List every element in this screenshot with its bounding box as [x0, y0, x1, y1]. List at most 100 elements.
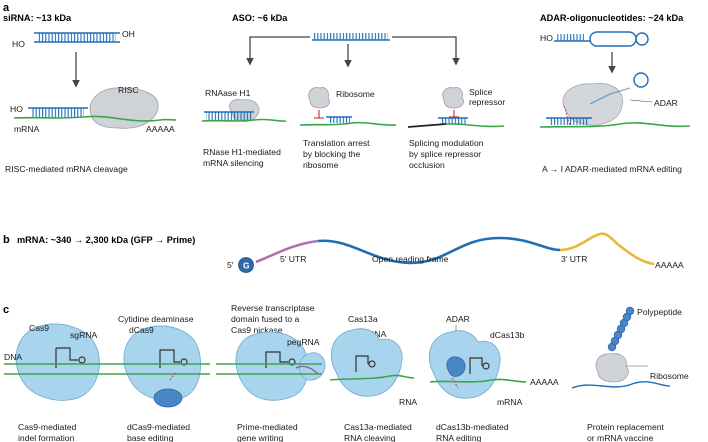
adar-bound-rungs	[549, 118, 589, 125]
dcas9-label: dCas9	[129, 325, 154, 335]
mrna-polya-label: AAAAA	[655, 260, 684, 270]
dcas9-sgrna-strand	[159, 349, 180, 368]
aso-title: ASO: ~6 kDa	[232, 13, 288, 23]
sirna-group: siRNA: ~13 kDa OH HO RISC HO mRNA AAAAA …	[3, 13, 177, 174]
prime-top-line3: Cas9 nickase	[231, 325, 283, 335]
adar-oligo-rungs	[556, 34, 584, 41]
adar-caption: A → I ADAR-mediated mRNA editing	[542, 164, 682, 174]
aso-caption3-line3: occlusion	[409, 160, 445, 170]
dcas9-protein-shape	[123, 325, 201, 401]
adar-group: ADAR-oligonucleotides: ~24 kDa HO ADAR A…	[539, 13, 691, 174]
adar-pointer	[629, 99, 653, 103]
mrna-orf-segment	[317, 236, 561, 265]
pegrna-label: pegRNA	[287, 337, 320, 347]
aso2-rungs	[328, 117, 350, 123]
dcas13b-mrna-label: mRNA	[497, 397, 523, 407]
aso2-mrna	[299, 121, 397, 126]
cas13a-caption-line2: RNA cleaving	[344, 433, 396, 442]
adar-guide-tube	[589, 87, 631, 105]
dcas13b-group: ADAR dCas13b AAAAA mRNA dCas13b-mediated…	[428, 314, 559, 442]
mrna-cap-g: G	[243, 261, 250, 271]
prime-top-line2: domain fused to a	[231, 314, 300, 324]
aso-caption3-line1: Splicing modulation	[409, 138, 484, 148]
dcas9-edit-mark	[169, 371, 177, 381]
prime-pegrna-loop	[288, 358, 296, 366]
dcas13b-caption-line2: RNA editing	[436, 433, 482, 442]
splice-label-line2: repressor	[469, 97, 505, 107]
sirna-bound-rungs	[32, 108, 84, 117]
mrna-5prime-label: 5′	[227, 260, 234, 270]
mrna-3utr-segment	[559, 232, 655, 266]
aso-arrow-left	[246, 36, 310, 66]
dcas9-group: Cytidine deaminase dCas9 dCas9-mediated …	[112, 314, 210, 442]
rnase-label: RNAase H1	[205, 88, 251, 98]
dcas9-caption-line1: dCas9-mediated	[127, 422, 190, 432]
cas9-label: Cas9	[29, 323, 49, 333]
risc-complex-shape	[89, 87, 159, 129]
aso-caption1-line2: mRNA silencing	[203, 158, 264, 168]
dcas13b-label: dCas13b	[490, 330, 525, 340]
dcas9-caption-line2: base editing	[127, 433, 174, 442]
ribosome-label: Ribosome	[336, 89, 375, 99]
adar-label: ADAR	[654, 98, 678, 108]
cas9-caption-line2: indel formation	[18, 433, 75, 442]
cas13a-crrna-strand	[355, 355, 369, 372]
dcas13b-adar-label: ADAR	[446, 314, 470, 324]
deaminase-shape	[153, 388, 183, 408]
dcas13b-caption-line1: dCas13b-mediated	[436, 422, 509, 432]
translation-ribosome-shape	[595, 353, 629, 383]
cas9-protein-shape	[15, 323, 100, 401]
panel-b-group: b mRNA: ~340 → 2,300 kDa (GFP → Prime) 5…	[3, 232, 684, 273]
sirna-title: siRNA: ~13 kDa	[3, 13, 72, 23]
translation-mrna	[571, 381, 671, 389]
cas13a-group: Cas13a crRNA RNA Cas13a-mediated RNA cle…	[329, 314, 417, 442]
sirna-oh-label: OH	[122, 29, 135, 39]
cas13a-protein-shape	[330, 328, 403, 397]
sirna-duplex-rungs	[38, 33, 116, 42]
dcas9-sgrna-loop	[180, 358, 188, 366]
sirna-mrna-strand	[13, 115, 177, 122]
mrna-orf-label: Open reading frame	[372, 254, 449, 264]
panel-b-title: mRNA: ~340 → 2,300 kDa (GFP → Prime)	[17, 235, 195, 245]
prime-caption-line1: Prime-mediated	[237, 422, 298, 432]
protein-caption-line1: Protein replacement	[587, 422, 665, 432]
adar-mrna	[539, 122, 691, 128]
cas13a-crrna-loop	[368, 360, 376, 368]
aso-caption2-line1: Translation arrest	[303, 138, 370, 148]
aso-caption3-line2: by splice repressor	[409, 149, 481, 159]
prime-pegrna-strand	[265, 351, 288, 368]
panel-c-label: c	[3, 304, 9, 316]
adar-guide-loop	[633, 72, 649, 88]
adar-ho-label: HO	[540, 33, 553, 43]
dcas13b-mrna	[429, 378, 527, 383]
aso-caption1-line1: RNase H1-mediated	[203, 147, 281, 157]
polypeptide-label: Polypeptide	[637, 307, 682, 317]
risc-label: RISC	[118, 85, 139, 95]
dcas13b-guide-loop	[482, 362, 490, 370]
cas9-group: Cas9 sgRNA DNA Cas9-mediated indel forma…	[4, 323, 112, 442]
prime-group: Reverse transcriptase domain fused to a …	[216, 303, 326, 442]
aso-arrow-right	[392, 36, 460, 66]
sirna-polya-label: AAAAA	[146, 124, 175, 134]
sirna-ho-bottom-label: HO	[10, 104, 23, 114]
aso3-exon	[445, 123, 505, 128]
aso-rungs	[314, 33, 388, 40]
mrna-cap-circle	[238, 257, 254, 273]
adar-oligo-loop	[635, 32, 649, 46]
aso3-rungs	[440, 118, 466, 124]
cas9-sgrna-label: sgRNA	[70, 330, 97, 340]
deaminase-label: Cytidine deaminase	[118, 314, 194, 324]
cas9-dna-label: DNA	[4, 352, 22, 362]
prime-protein-shape	[235, 331, 309, 401]
mrna-5utr-segment	[255, 239, 319, 264]
splice-repressor-shape	[442, 87, 464, 109]
aso-group: ASO: ~6 kDa RNAase H1 RNase H1-mediated …	[201, 13, 505, 170]
aso3-intron	[407, 123, 447, 128]
dcas13b-adar-domain	[446, 356, 466, 377]
prime-caption-line2: gene writing	[237, 433, 284, 442]
cas9-caption-line1: Cas9-mediated	[18, 422, 76, 432]
cas13a-rna-label: RNA	[399, 397, 417, 407]
splice-label-line1: Splice	[469, 87, 493, 97]
aso1-rungs	[206, 112, 252, 120]
